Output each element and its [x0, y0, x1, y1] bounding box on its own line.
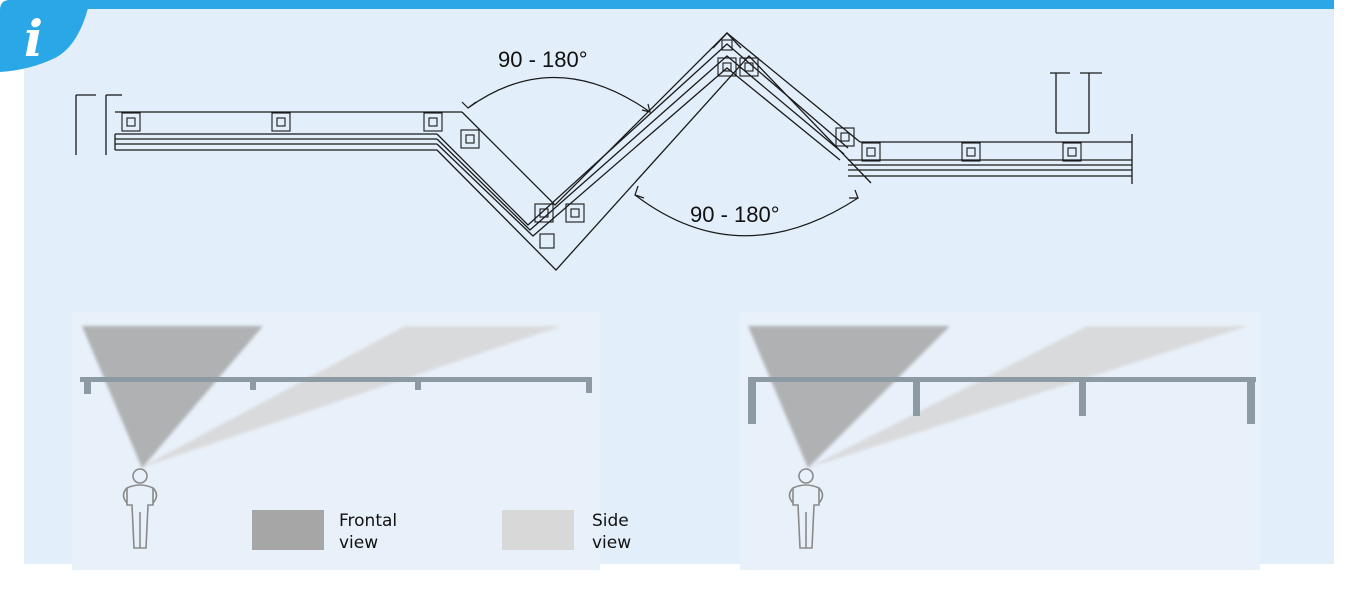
track-zigzag — [436, 32, 872, 271]
info-icon: i — [0, 0, 90, 72]
angle-label-top: 90 - 180° — [498, 47, 588, 72]
legend: Frontal view Side view — [252, 510, 631, 553]
legend-swatch-side — [502, 510, 574, 550]
angle-label-bottom: 90 - 180° — [690, 202, 780, 227]
frontal-view-cone — [82, 326, 263, 468]
scene-left — [72, 312, 600, 570]
side-view-cone-2 — [808, 326, 1248, 468]
side-view-cone — [140, 326, 562, 468]
profile-connectors — [121, 39, 1082, 249]
angle-arc-bottom — [634, 185, 859, 237]
angle-arc-top — [461, 76, 651, 113]
left-wall-bracket — [75, 94, 122, 155]
legend-side-line1: Side — [592, 511, 629, 531]
scene-right — [740, 312, 1260, 570]
legend-frontal-line2: view — [339, 533, 378, 553]
info-glyph: i — [24, 9, 43, 68]
frontal-view-cone-2 — [748, 326, 950, 468]
person-right — [788, 468, 824, 549]
track-right — [848, 134, 1133, 184]
plan-view — [75, 32, 1133, 271]
accent-bar — [24, 0, 1334, 9]
legend-swatch-frontal — [252, 510, 324, 550]
legend-side-line2: view — [592, 533, 631, 553]
right-wall-bracket — [1050, 72, 1102, 134]
legend-frontal-line1: Frontal — [339, 511, 397, 531]
track-left — [114, 111, 462, 151]
ceiling-rail-right — [748, 377, 1256, 424]
person-left — [122, 468, 158, 549]
ceiling-rail-left — [80, 377, 592, 394]
